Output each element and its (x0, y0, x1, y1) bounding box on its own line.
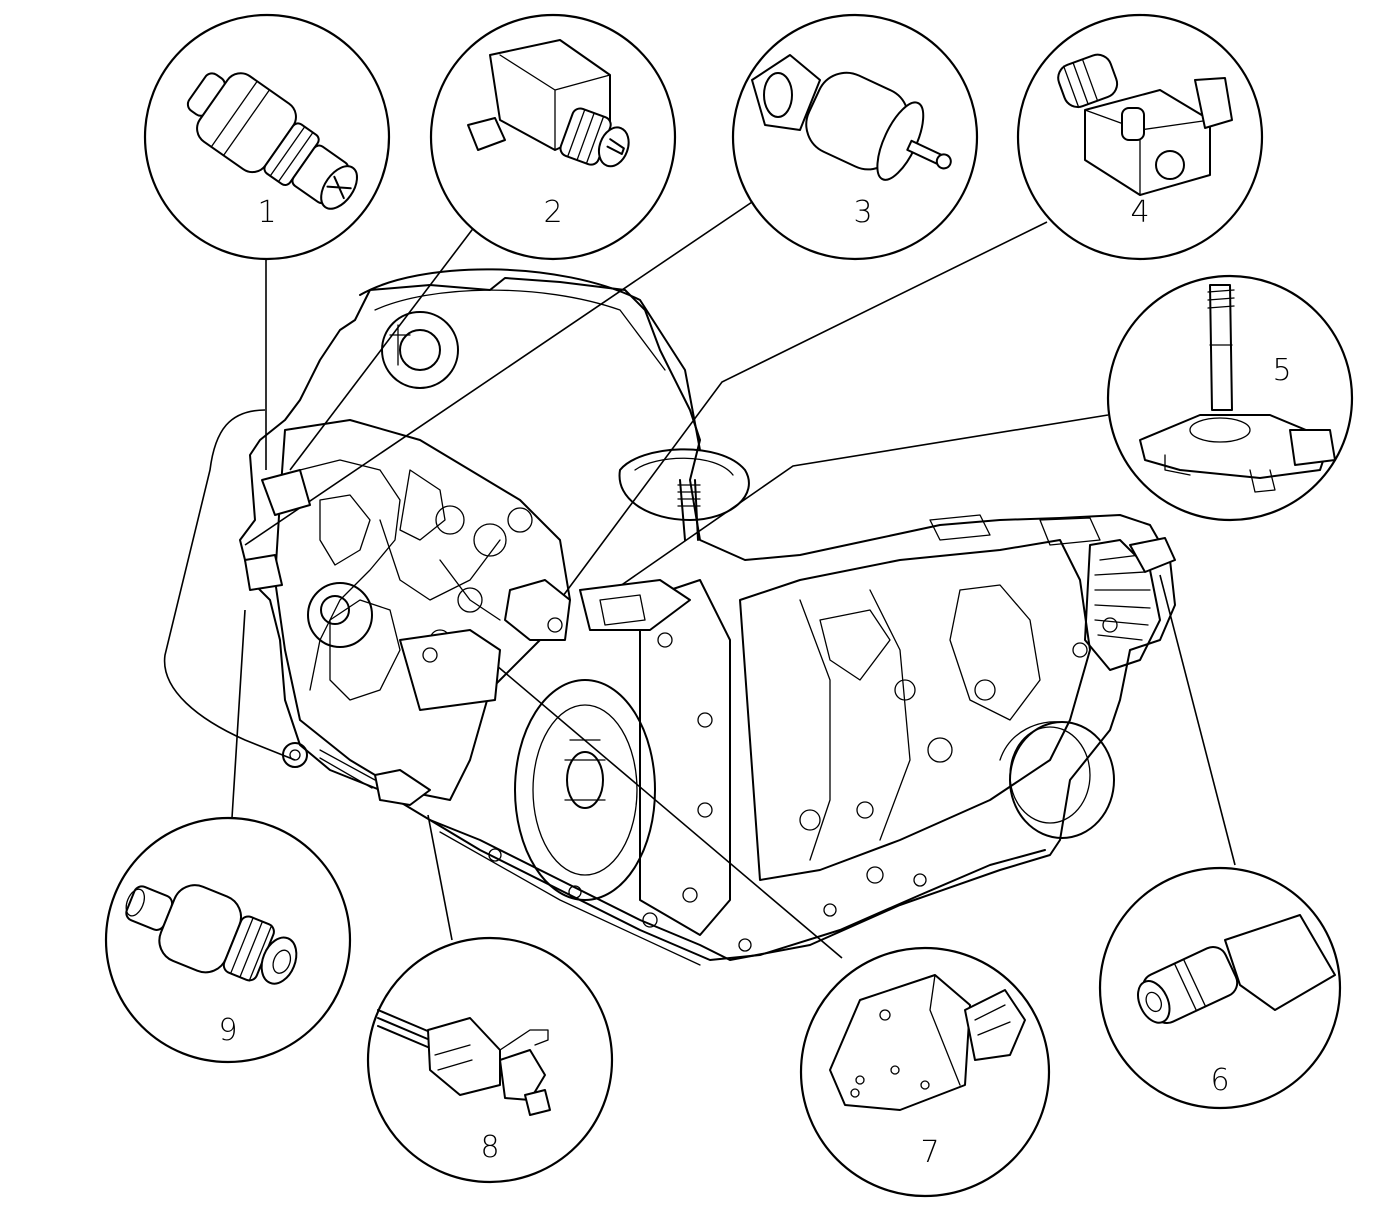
leader-2 (289, 221, 479, 471)
callout-6: 6 (1098, 866, 1342, 1110)
installed-sensor-7 (399, 629, 501, 711)
converter-face (514, 679, 656, 901)
transmission-outline (239, 277, 1176, 961)
transmission-assembly (239, 268, 1176, 966)
callout-number-8: 8 (480, 1130, 499, 1165)
callout-7: 7 (799, 946, 1051, 1198)
leader-5 (599, 414, 1109, 601)
callout-number-6: 6 (1210, 1063, 1229, 1098)
dome-housing (618, 448, 750, 521)
leader-loop (163, 409, 296, 761)
case-plate (639, 579, 731, 936)
callout-number-2: 2 (543, 195, 562, 230)
shift-shaft (679, 479, 699, 541)
callout-5: 5 (1106, 274, 1354, 522)
leader-3 (244, 197, 759, 546)
callout-number-7: 7 (920, 1135, 939, 1170)
pump-boss (307, 582, 373, 648)
callout-9: 9 (104, 816, 352, 1064)
rear-gear (1084, 539, 1161, 671)
callout-2: 2 (429, 13, 677, 261)
callout-number-9: 9 (218, 1013, 237, 1048)
leader-6 (1159, 574, 1236, 866)
installed-switch-5 (579, 579, 691, 631)
callout-number-4: 4 (1130, 195, 1149, 230)
installed-solenoid-1 (261, 469, 311, 516)
mount-ear (282, 742, 308, 768)
callout-number-1: 1 (257, 195, 276, 230)
bell-housing (359, 268, 701, 451)
mount-boss-top (381, 311, 459, 389)
leader-9 (231, 609, 246, 819)
callout-8: 8 (366, 936, 614, 1184)
installed-solenoid-9 (244, 554, 283, 591)
oil-pan (429, 819, 1046, 961)
leader-4 (559, 221, 1048, 601)
tail-housing (739, 539, 1091, 881)
valve-body (274, 419, 571, 801)
installed-connector-8 (374, 769, 431, 806)
callout-number-5: 5 (1272, 353, 1291, 388)
callout-1: 1 (143, 13, 391, 261)
callout-4: 4 (1016, 13, 1264, 261)
callout-3: 3 (731, 13, 979, 261)
leader-lines (163, 197, 1236, 959)
leader-8 (427, 814, 453, 941)
callout-number-3: 3 (853, 195, 872, 230)
installed-sensor-6 (1129, 537, 1176, 573)
leader-7 (489, 659, 843, 959)
installed-solenoid-4 (504, 579, 571, 641)
